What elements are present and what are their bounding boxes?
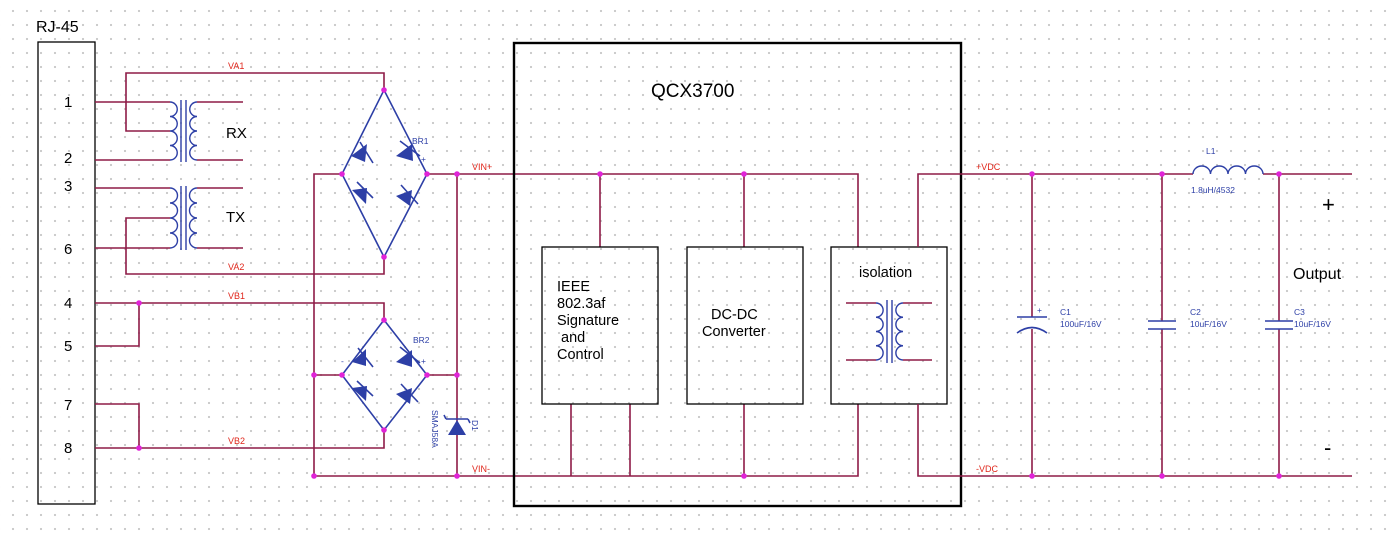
junction-dots [136,87,1282,479]
signature-text: IEEE 802.3af Signature and Control [557,279,623,363]
d1-ref: D1 [470,420,480,431]
br1-ref: BR1 [412,136,429,146]
isolation-transformer [846,300,932,363]
converter-line-2: Converter [702,324,766,340]
pin-label-1: 1 [64,94,72,111]
inductor-l1[interactable] [1192,165,1264,175]
wire-tx-sec [197,187,243,249]
net-vdc-pos: +VDC [976,162,1001,172]
br1-minus: - [341,159,344,169]
net-vb2: VB2 [228,436,245,446]
wire-va2 [125,217,385,275]
pin-label-8: 8 [64,440,72,457]
output-plus: + [1322,192,1335,217]
signature-line-1: IEEE [557,279,590,295]
signature-block[interactable] [541,246,659,405]
pin-label-3: 3 [64,178,72,195]
net-vb1: VB1 [228,291,245,301]
br2-minus: - [341,356,344,366]
tx-label: TX [226,209,245,226]
isolation-label: isolation [859,265,912,281]
signature-line-3: Signature [557,313,619,329]
l1-ref: L1 [1206,146,1216,156]
pin-label-6: 6 [64,241,72,258]
wire-vb1 [95,302,385,347]
wire-va1 [125,72,385,132]
wire-vdc-pos [917,173,1352,247]
pin-label-7: 7 [64,397,72,414]
module-title: QCX3700 [651,81,734,102]
wire-vin-neg [457,404,859,477]
br1-plus: + [421,154,426,164]
converter-line-1: DC-DC [711,307,758,323]
signature-line-2: 802.3af [557,296,606,312]
c1-ref: C1 [1060,307,1071,317]
pin-label-4: 4 [64,295,72,312]
c1-value: 100uF/16V [1060,319,1102,329]
net-va1: VA1 [228,61,244,71]
signature-line-4: and [557,330,585,346]
net-vin-pos: VIN+ [472,162,492,172]
pin-label-2: 2 [64,150,72,167]
wire-vin-pos-br2 [427,174,458,376]
wire-rx-sec [197,101,243,161]
rj45-connector[interactable] [37,41,96,505]
br2-plus: + [421,356,426,366]
capacitor-c1[interactable] [1016,174,1048,476]
tvs-diode-d1[interactable] [443,414,471,435]
isolation-block[interactable] [830,246,948,405]
bridge-br2[interactable] [340,318,429,432]
c3-ref: C3 [1294,307,1305,317]
output-label: Output [1293,266,1342,283]
rx-transformer[interactable] [169,100,198,162]
wire-sig-taps [570,174,745,476]
c2-ref: C2 [1190,307,1201,317]
capacitor-c3[interactable] [1265,174,1293,476]
bridge-br1[interactable] [341,88,428,259]
output-minus: - [1324,435,1331,460]
pin-label-5: 5 [64,338,72,355]
connector-title: RJ-45 [36,19,79,36]
c1-polarity: + [1037,305,1042,315]
br2-ref: BR2 [413,335,430,345]
capacitor-c2[interactable] [1148,174,1176,476]
l1-value: 1.8uH/4532 [1191,185,1235,195]
converter-block[interactable] [686,246,804,405]
d1-value: SMAJ58A [430,410,440,448]
net-va2: VA2 [228,262,244,272]
wire-vdc-neg [917,404,1352,477]
c2-value: 10uF/16V [1190,319,1227,329]
converter-text: DC-DC Converter [702,307,766,340]
net-vdc-neg: -VDC [976,464,998,474]
c3-value: 10uF/16V [1294,319,1331,329]
net-vin-neg: VIN- [472,464,490,474]
rx-label: RX [226,125,247,142]
qcx3700-module[interactable] [512,41,963,508]
wire-vb2 [95,403,385,449]
wire-vin-pos [427,173,859,247]
tx-transformer[interactable] [169,186,198,250]
signature-line-5: Control [557,347,604,363]
